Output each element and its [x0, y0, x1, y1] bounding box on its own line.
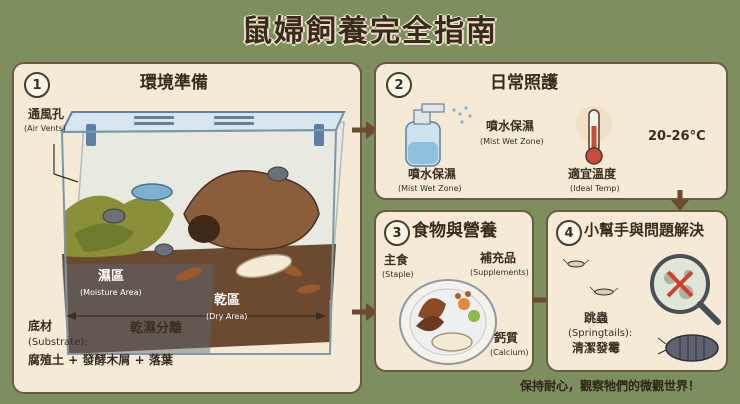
supplements-label: 補充品: [480, 251, 517, 265]
leaf-icon: [418, 298, 446, 320]
mist-label-a-en: (Mist Wet Zone): [480, 137, 544, 146]
footer-note: 保持耐心，觀察牠們的微觀世界！: [520, 379, 701, 393]
section-title: 小幫手與問題解決: [584, 221, 705, 239]
staple-label: 主食: [384, 253, 409, 267]
cucumber-icon: [468, 310, 480, 322]
lid-clip-icon: [314, 124, 324, 146]
substrate-label: 底材: [28, 319, 53, 333]
substrate-label-en: (Substrate):: [28, 337, 88, 348]
vents-label-en: (Air Vents): [24, 124, 66, 133]
springtail-desc: 清潔發霉: [572, 341, 621, 355]
mist-label-b: 噴水保濕: [408, 167, 457, 181]
page-title: 鼠婦飼養完全指南: [242, 14, 498, 49]
dry-area-label-en: (Dry Area): [206, 312, 248, 321]
arrow-down-icon: [671, 190, 689, 211]
section-number: 1: [24, 72, 50, 98]
section-food: 3 食物與營養 主食 (Staple) 補充品 (Supplements) 鈣質…: [374, 210, 534, 372]
section-environment: 1 環境準備: [12, 62, 362, 394]
terrarium-illustration: [53, 111, 346, 355]
water-dish-icon: [131, 183, 173, 201]
calcium-label-en: (Calcium): [490, 348, 529, 357]
vents-label: 通風孔: [28, 107, 65, 121]
magnifier-icon: [650, 254, 721, 325]
substrate-items: 腐殖土 + 發酵木屑 + 落葉: [28, 353, 173, 367]
isopod-icon: [102, 166, 289, 257]
section-number: 2: [386, 72, 412, 98]
dry-wet-split-label: 乾濕分離: [130, 321, 183, 336]
section-number: 4: [556, 220, 582, 246]
moist-area-label: 濕區: [98, 269, 125, 284]
section-helpers: 4 小幫手與問題解決 跳蟲 (Springtails): 清潔發霉: [546, 210, 728, 372]
section-title: 食物與營養: [412, 221, 497, 241]
cuttlebone-icon: [235, 253, 293, 279]
section-title: 環境準備: [140, 73, 208, 93]
springtail-label-en: (Springtails):: [568, 328, 633, 339]
air-vent-icon: [134, 116, 254, 125]
food-plate-icon: [399, 279, 497, 365]
calcium-label: 鈣質: [494, 331, 519, 345]
staple-label-en: (Staple): [382, 270, 414, 279]
thermometer-icon: [576, 106, 612, 165]
isopod-icon: [657, 334, 719, 362]
springtail-label: 跳蟲: [584, 311, 609, 325]
lid-clip-icon: [86, 124, 96, 146]
arrow-right-icon: [352, 303, 378, 321]
section-title: 日常照護: [490, 73, 558, 93]
ideal-temp-label-en: (Ideal Temp): [570, 184, 620, 193]
mist-label-b-en: (Mist Wet Zone): [398, 184, 462, 193]
cuttlebone-icon: [431, 332, 473, 352]
section-number: 3: [384, 220, 410, 246]
ideal-temp-label: 適宜溫度: [568, 167, 617, 181]
supplements-label-en: (Supplements): [470, 268, 529, 277]
moist-area-label-en: (Moisture Area): [80, 288, 142, 297]
mist-label-a: 噴水保濕: [486, 119, 535, 133]
carrot-icon: [458, 298, 470, 310]
springtail-icon: [562, 258, 619, 296]
spray-bottle-icon: [405, 103, 472, 167]
lid: [60, 111, 346, 134]
arrow-right-icon: [352, 121, 378, 139]
temperature-range: 20-26°C: [648, 129, 706, 144]
section-daily-care: 2 日常照護 噴水保濕 (Mist Wet Zone) 噴水保濕 (Mist W…: [374, 62, 728, 200]
dry-area-label: 乾區: [214, 293, 241, 308]
